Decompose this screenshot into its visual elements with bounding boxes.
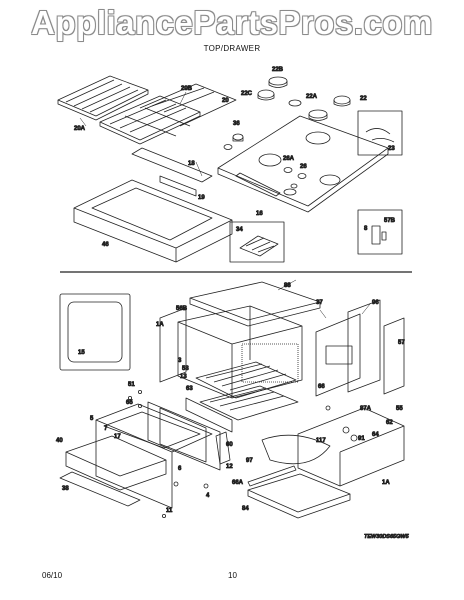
rear-panels	[315, 299, 405, 397]
label-11: 11	[166, 508, 173, 514]
label-62: 62	[386, 420, 393, 426]
label-26a: 26A	[283, 156, 295, 162]
inset-34	[229, 221, 285, 263]
label-64: 64	[372, 432, 379, 438]
footer-page-number: 10	[228, 571, 237, 580]
label-53: 53	[182, 366, 189, 372]
door-assembly	[95, 401, 221, 509]
bake-element	[261, 434, 331, 465]
burner-caps	[257, 76, 351, 121]
label-8: 8	[364, 226, 368, 232]
label-18: 18	[188, 161, 195, 167]
side-panel-1a-left	[159, 307, 187, 383]
label-66a: 66A	[232, 480, 244, 486]
cooktop-16	[217, 115, 389, 213]
trim-18	[131, 147, 213, 183]
rear-cover-1a-right	[297, 407, 405, 487]
label-117: 117	[316, 438, 326, 444]
label-46: 46	[102, 242, 109, 248]
label-19: 19	[198, 195, 205, 201]
label-15: 15	[78, 350, 85, 356]
label-65: 65	[126, 400, 133, 406]
label-60: 60	[226, 442, 233, 448]
label-20a: 20A	[74, 126, 86, 132]
part-23	[365, 128, 395, 143]
oven-racks-63	[195, 361, 299, 421]
label-22b: 22B	[272, 67, 284, 73]
label-63: 63	[186, 386, 193, 392]
bottom-panel	[185, 397, 233, 433]
label-91: 91	[358, 436, 365, 442]
label-88: 88	[284, 283, 291, 289]
section-title: TOP/DRAWER	[203, 44, 261, 53]
label-1a-left: 1A	[156, 322, 164, 328]
diagram-code: TEW30DS65GW5	[364, 534, 410, 540]
label-5: 5	[90, 416, 94, 422]
griddle-34	[239, 235, 279, 257]
label-22: 22	[360, 96, 367, 102]
bracket-56a	[247, 465, 297, 487]
label-57: 57	[398, 340, 405, 346]
label-22c: 22C	[241, 91, 253, 97]
label-51: 51	[128, 382, 135, 388]
label-97: 97	[246, 458, 253, 464]
label-1a-right: 1A	[382, 480, 390, 486]
grate-20a	[57, 75, 149, 121]
label-34: 34	[236, 227, 243, 233]
label-96: 96	[372, 300, 379, 306]
screws	[127, 389, 358, 519]
inset-57b	[357, 209, 403, 255]
oven-top-88	[189, 281, 321, 327]
label-37: 37	[316, 300, 323, 306]
label-87a: 87A	[360, 406, 372, 412]
label-16: 16	[256, 211, 263, 217]
inset-23	[357, 110, 403, 156]
label-84: 84	[242, 506, 249, 512]
label-40: 40	[56, 438, 63, 444]
drawer-front-40	[59, 435, 167, 507]
label-36: 36	[233, 121, 240, 127]
label-20b: 20B	[181, 86, 193, 92]
bottom-panel-84	[247, 473, 351, 519]
grate-20b	[139, 83, 237, 127]
hinge-60	[215, 431, 231, 465]
label-66: 66	[318, 384, 325, 390]
label-57b: 57B	[384, 218, 396, 224]
label-38: 38	[62, 486, 69, 492]
door-glass-15	[59, 293, 131, 371]
label-6: 6	[178, 466, 182, 472]
knobs	[223, 133, 307, 189]
watermark: AppliancePartsPros.com	[31, 4, 433, 41]
oven-cavity	[177, 305, 303, 399]
label-7: 7	[104, 426, 108, 432]
label-26: 26	[300, 164, 307, 170]
label-22a: 22A	[306, 94, 318, 100]
label-20: 20	[222, 98, 229, 104]
drawer-46	[73, 179, 233, 263]
label-23: 23	[388, 146, 395, 152]
label-3: 3	[178, 358, 182, 364]
label-56b: 56B	[176, 306, 188, 312]
part-labels: 20B 20 20A 22B 22C 22A 22 36 26A 23 26 1…	[56, 67, 406, 515]
footer-date: 06/10	[42, 571, 63, 580]
label-12: 12	[226, 464, 233, 470]
label-55: 55	[396, 406, 403, 412]
label-17: 17	[114, 434, 121, 440]
label-13: 13	[180, 374, 187, 380]
label-4: 4	[206, 493, 210, 499]
bracket-19	[159, 175, 197, 197]
